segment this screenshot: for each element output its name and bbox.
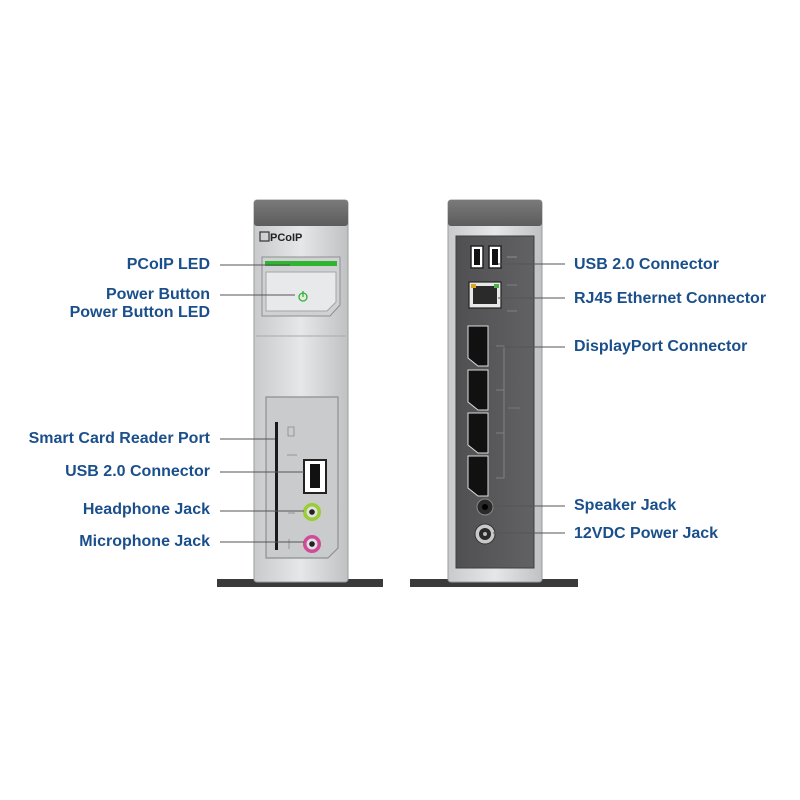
- power-icon: [298, 291, 308, 302]
- label-speaker-jack: Speaker Jack: [574, 497, 677, 514]
- front-base: [217, 579, 383, 587]
- label-rj45: RJ45 Ethernet Connector: [574, 290, 767, 307]
- rear-view: [410, 199, 578, 587]
- microphone-jack[interactable]: [303, 535, 321, 553]
- label-displayport: DisplayPort Connector: [574, 338, 748, 355]
- front-usb-port[interactable]: [303, 459, 327, 494]
- label-front-usb: USB 2.0 Connector: [65, 463, 210, 480]
- front-view: PCoIP: [217, 199, 383, 587]
- displayport-bracket: [496, 345, 505, 479]
- label-microphone-jack: Microphone Jack: [79, 533, 210, 550]
- speaker-jack[interactable]: [476, 498, 494, 516]
- rj45-port[interactable]: [468, 281, 502, 309]
- pcoip-led: [265, 261, 337, 266]
- front-port-panel: [265, 396, 339, 559]
- headphone-jack[interactable]: [303, 503, 321, 521]
- rear-usb-ports[interactable]: [470, 245, 502, 269]
- label-power-jack: 12VDC Power Jack: [574, 525, 719, 542]
- label-power-button: Power Button: [106, 286, 210, 303]
- logo-text: PCoIP: [270, 232, 302, 244]
- power-button[interactable]: [265, 271, 337, 312]
- rear-cap: [448, 200, 542, 226]
- smart-card-slot[interactable]: [275, 422, 278, 550]
- smart-card-icon: [287, 426, 295, 437]
- label-headphone-jack: Headphone Jack: [82, 501, 210, 518]
- label-pcoip-led: PCoIP LED: [126, 256, 210, 273]
- power-jack[interactable]: [474, 523, 496, 545]
- label-rear-usb: USB 2.0 Connector: [574, 256, 719, 273]
- label-smart-card-reader: Smart Card Reader Port: [28, 430, 210, 447]
- rear-base: [410, 579, 578, 587]
- pcoip-logo: PCoIP: [259, 231, 302, 244]
- displayport-connectors[interactable]: [467, 325, 489, 497]
- label-power-button-led: Power Button LED: [69, 304, 210, 321]
- front-cap: [254, 200, 348, 226]
- leader-lines: [220, 263, 565, 543]
